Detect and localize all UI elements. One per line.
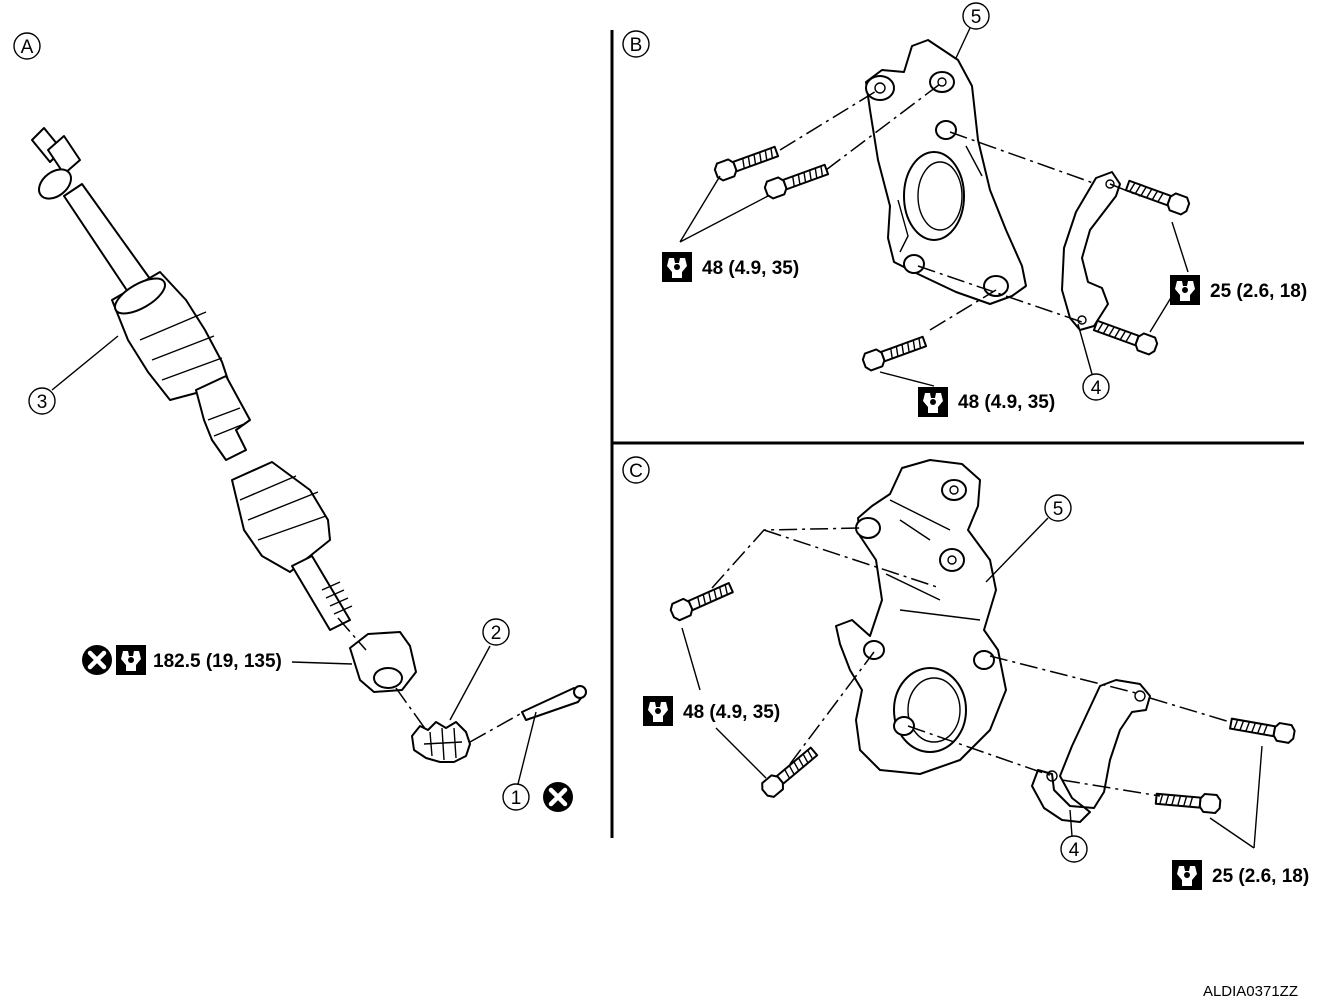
- svg-text:C: C: [629, 461, 643, 482]
- callout-2: 2: [449, 618, 510, 721]
- svg-text:3: 3: [37, 392, 48, 413]
- torque-wrench-icon: [116, 645, 146, 675]
- bolt: [1228, 713, 1297, 745]
- do-not-reuse-icon: [543, 782, 573, 812]
- svg-text:A: A: [21, 37, 34, 58]
- torque-value-b-left: 48 (4.9, 35): [702, 258, 799, 279]
- bolt: [762, 160, 831, 201]
- steering-knuckle-b: [865, 39, 1027, 305]
- torque-wrench-icon: [918, 387, 948, 417]
- bolt: [758, 743, 821, 801]
- torque-wrench-icon: [1170, 275, 1200, 305]
- svg-text:4: 4: [1069, 840, 1080, 861]
- figure-code: ALDIA0371ZZ: [1203, 983, 1298, 1000]
- cotter-pin: [521, 685, 587, 721]
- torque-value-hub-nut: 182.5 (19, 135): [153, 651, 282, 672]
- panel-a-letter: A: [13, 32, 41, 60]
- torque-value-b-right: 25 (2.6, 18): [1210, 281, 1307, 302]
- bracket-plate-b: [1061, 171, 1121, 331]
- panel-dividers: [610, 30, 1304, 838]
- panel-c: C: [622, 456, 1309, 890]
- bolt: [1123, 176, 1192, 217]
- panel-b: B: [622, 2, 1307, 417]
- panel-a: A: [13, 32, 587, 812]
- torque-wrench-icon: [643, 696, 673, 726]
- callout-5: 5: [985, 494, 1072, 583]
- svg-text:5: 5: [1053, 499, 1064, 520]
- torque-wrench-icon: [1172, 860, 1202, 890]
- svg-text:5: 5: [971, 7, 982, 28]
- bolt: [667, 578, 736, 623]
- svg-text:2: 2: [491, 623, 502, 644]
- callout-5: 5: [955, 2, 990, 59]
- bolt: [712, 142, 781, 183]
- panel-b-letter: B: [622, 30, 650, 58]
- panel-c-letter: C: [622, 456, 650, 484]
- bolt: [860, 332, 929, 373]
- torque-wrench-icon: [662, 252, 692, 282]
- torque-value-c-right: 25 (2.6, 18): [1212, 866, 1309, 887]
- callout-4: 4: [1060, 809, 1088, 863]
- svg-text:B: B: [630, 35, 643, 56]
- torque-value-c-left: 48 (4.9, 35): [683, 702, 780, 723]
- do-not-reuse-icon: [82, 645, 112, 675]
- bolt: [1154, 788, 1222, 815]
- bolt: [1091, 316, 1160, 357]
- adjusting-cap: [411, 721, 471, 763]
- drive-shaft: [31, 127, 353, 631]
- callout-1: 1: [502, 711, 537, 811]
- steering-knuckle-c: [835, 459, 1007, 775]
- svg-text:4: 4: [1091, 378, 1102, 399]
- torque-value-b-bottom: 48 (4.9, 35): [958, 392, 1055, 413]
- callout-3: 3: [28, 335, 119, 415]
- hub-lock-nut: [349, 631, 417, 693]
- bracket-plate-c: [1031, 679, 1151, 823]
- callout-4: 4: [1077, 323, 1110, 401]
- svg-text:1: 1: [511, 788, 522, 809]
